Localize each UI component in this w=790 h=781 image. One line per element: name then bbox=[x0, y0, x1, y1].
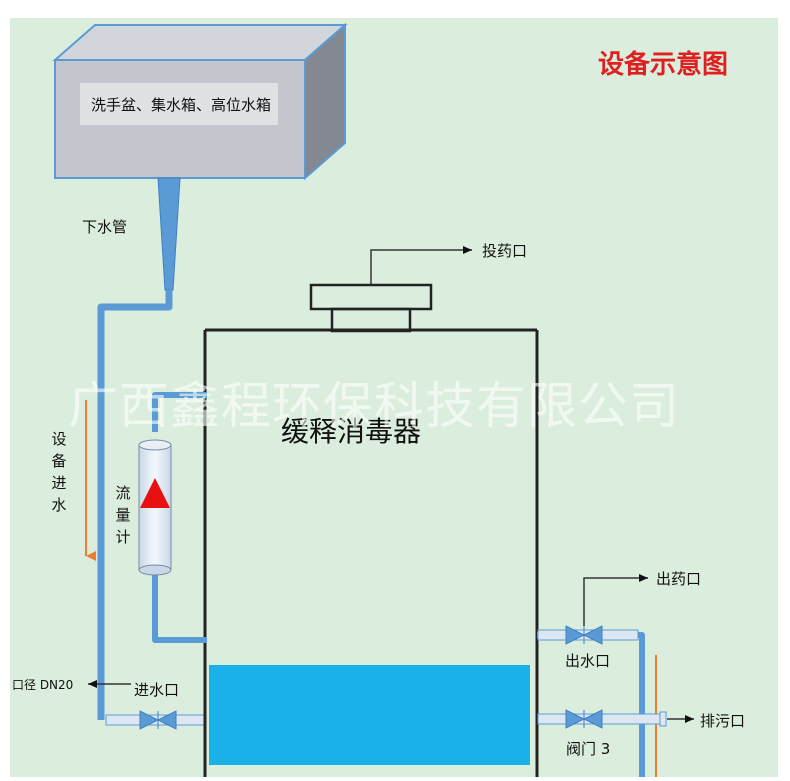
water-outlet-label: 出水口 bbox=[565, 652, 611, 670]
flowmeter-marker-icon bbox=[140, 478, 170, 508]
flowmeter-icon bbox=[138, 439, 172, 576]
valve3-label: 阀门 3 bbox=[566, 740, 611, 758]
outlet-valve[interactable] bbox=[565, 625, 603, 645]
water-level bbox=[209, 665, 530, 765]
inlet-valve[interactable] bbox=[139, 710, 177, 730]
dosing-inlet-label: 投药口 bbox=[482, 242, 528, 260]
pipe-size-label: 口径 DN20 bbox=[12, 678, 74, 692]
flowmeter-lower-pipe bbox=[152, 572, 207, 643]
watermark: 广西鑫程环保科技有限公司 bbox=[68, 377, 680, 435]
drain-port-label: 排污口 bbox=[700, 712, 746, 730]
inlet-port-label: 进水口 bbox=[134, 681, 180, 699]
tank-label: 缓释消毒器 bbox=[281, 415, 422, 448]
flowmeter-label: 流量计 bbox=[115, 484, 131, 546]
dosing-inlet-arrow bbox=[370, 246, 472, 285]
dosing-outlet-label: 出药口 bbox=[656, 570, 702, 588]
diagram-title: 设备示意图 bbox=[598, 50, 729, 80]
drain-pipe-end bbox=[659, 711, 667, 727]
top-box-label: 洗手盆、集水箱、高位水箱 bbox=[91, 96, 272, 114]
dosing-outlet-arrow bbox=[583, 574, 648, 626]
downpipe bbox=[97, 177, 181, 720]
device-inlet-label: 设备进水 bbox=[51, 430, 67, 514]
downpipe-label: 下水管 bbox=[82, 218, 128, 236]
flowmeter-upper-pipe bbox=[152, 392, 207, 432]
drain-valve[interactable] bbox=[565, 709, 603, 729]
disinfector-tank bbox=[203, 328, 539, 777]
